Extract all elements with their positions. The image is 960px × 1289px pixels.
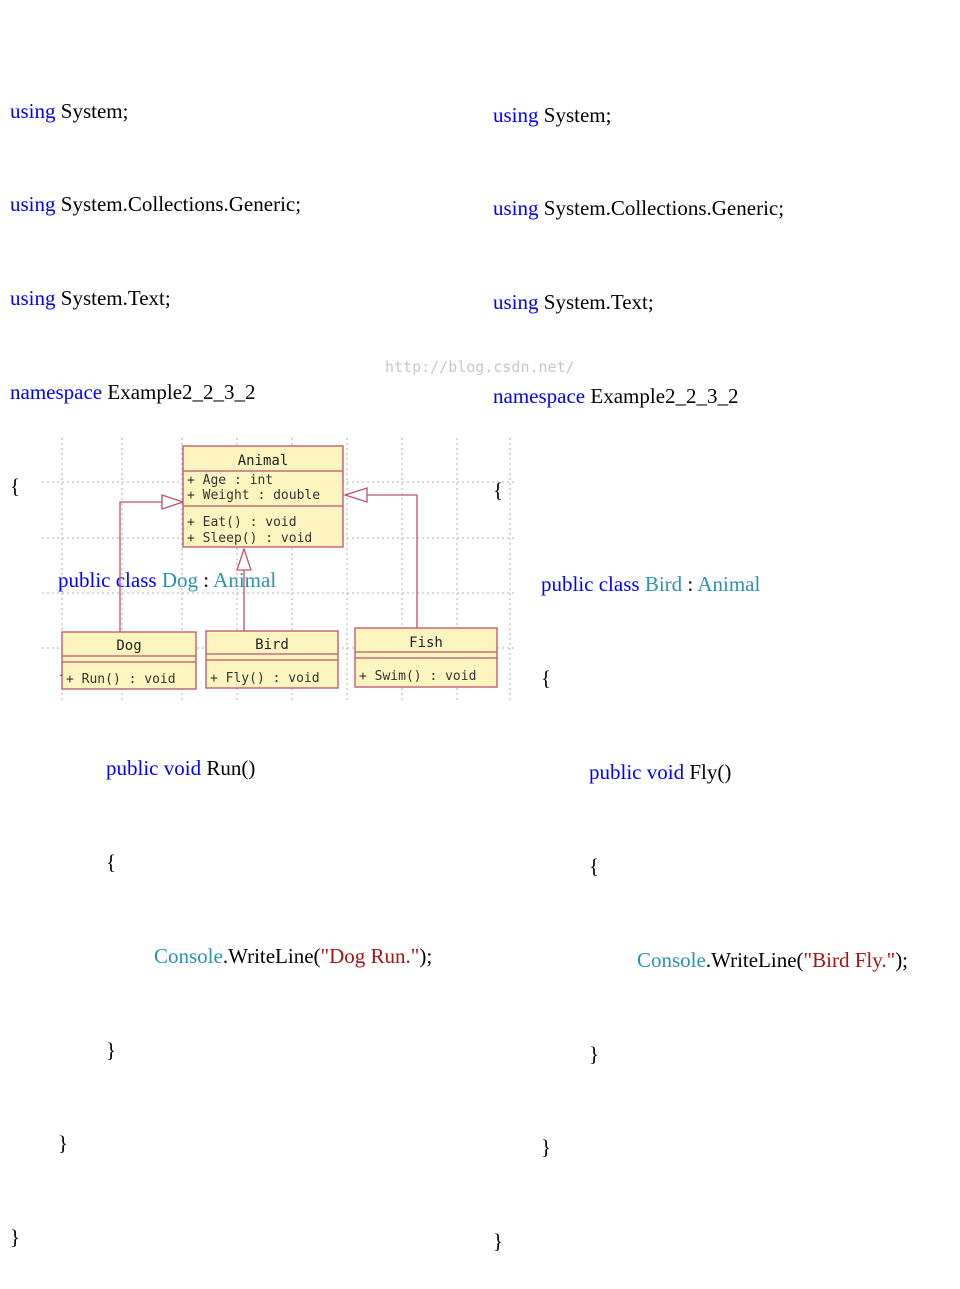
base-class-name: Animal (697, 572, 761, 597)
code-line: using System.Collections.Generic; (10, 189, 432, 220)
brace: } (10, 1225, 21, 1250)
dog-inheritance-arrowhead (161, 494, 186, 510)
code-line: public void Fly() (493, 757, 908, 788)
call-end: ); (895, 947, 909, 972)
brace: { (589, 853, 600, 878)
code-line: { (493, 663, 908, 694)
operation-eat: + Eat() : void (187, 515, 297, 530)
code-line: using System; (493, 100, 908, 131)
class-name-dog: Dog (116, 638, 141, 654)
colon: : (687, 572, 694, 597)
code-line: namespace Example2_2_3_2 (493, 381, 908, 412)
brace: { (541, 665, 552, 690)
namespace-ref: System.Collections.Generic; (543, 196, 785, 221)
operation-swim: + Swim() : void (359, 669, 476, 684)
code-line: } (493, 1226, 908, 1257)
code-line: Console.WriteLine("Dog Run."); (10, 941, 432, 972)
inheritance-connectors (119, 487, 418, 632)
keyword: using (493, 290, 539, 315)
fish-inheritance-arrowhead (342, 487, 368, 503)
code-line: { (493, 851, 908, 882)
method-name: Fly() (689, 759, 732, 784)
method-name: Run() (206, 755, 256, 780)
keyword: using (493, 102, 539, 127)
brace: { (106, 849, 117, 874)
class-box-dog: Dog + Run() : void (61, 631, 197, 690)
brace: { (10, 474, 21, 499)
code-line: } (493, 1039, 908, 1070)
code-line: using System.Text; (493, 287, 908, 318)
code-line: { (10, 471, 432, 502)
code-line: } (10, 1222, 432, 1253)
operation-sleep: + Sleep() : void (187, 531, 312, 546)
namespace-ref: System; (543, 102, 612, 127)
colon: : (203, 568, 210, 593)
code-line: { (493, 475, 908, 506)
method-call: .WriteLine( (705, 947, 804, 972)
code-line: using System.Text; (10, 283, 432, 314)
namespace-ref: System.Text; (543, 290, 654, 315)
brace: { (493, 478, 504, 503)
namespace-name: Example2_2_3_2 (107, 380, 256, 405)
namespace-name: Example2_2_3_2 (590, 384, 739, 409)
code-line: public class Dog : Animal (10, 565, 432, 596)
class-box-bird: Bird + Fly() : void (205, 630, 339, 689)
keyword: public void (106, 755, 202, 780)
class-name-fish: Fish (409, 635, 443, 651)
class-box-animal: Animal + Age : int + Weight : double + E… (182, 445, 344, 548)
keyword: public class (58, 568, 157, 593)
string-literal: "Dog Run." (320, 943, 420, 968)
uml-class-diagram: Animal + Age : int + Weight : double + E… (42, 438, 515, 700)
brace: } (541, 1135, 552, 1160)
brace: } (493, 1229, 504, 1254)
keyword: namespace (10, 380, 103, 405)
class-box-fish: Fish + Swim() : void (354, 627, 498, 688)
watermark-text: http://blog.csdn.net/ (385, 358, 575, 376)
keyword: namespace (493, 384, 586, 409)
code-line: using System.Collections.Generic; (493, 193, 908, 224)
brace: } (58, 1131, 69, 1156)
keyword: using (10, 192, 56, 217)
dog-inheritance-line (119, 501, 162, 632)
code-line: namespace Example2_2_3_2 (10, 377, 432, 408)
code-line: { (10, 847, 432, 878)
namespace-ref: System.Text; (60, 286, 171, 311)
class-name: Bird (644, 572, 683, 597)
keyword: public void (589, 759, 685, 784)
brace: } (589, 1041, 600, 1066)
keyword: using (10, 286, 56, 311)
keyword: using (493, 196, 539, 221)
attribute-age: + Age : int (187, 473, 273, 488)
operation-fly: + Fly() : void (210, 671, 320, 686)
class-name: Dog (161, 568, 198, 593)
base-class-name: Animal (213, 568, 277, 593)
class-name-animal: Animal (238, 453, 289, 469)
method-call: .WriteLine( (222, 943, 321, 968)
code-line: } (10, 1035, 432, 1066)
operation-run: + Run() : void (66, 672, 176, 687)
bird-inheritance-arrowhead (236, 546, 252, 571)
code-line: using System; (10, 96, 432, 127)
brace: } (106, 1037, 117, 1062)
code-line: Console.WriteLine("Bird Fly."); (493, 945, 908, 976)
string-literal: "Bird Fly." (803, 947, 896, 972)
fish-inheritance-line (367, 494, 418, 628)
namespace-ref: System; (60, 98, 129, 123)
code-line: } (10, 1128, 432, 1159)
type-name: Console (154, 943, 223, 968)
keyword: using (10, 98, 56, 123)
keyword: public class (541, 572, 640, 597)
call-end: ); (419, 943, 433, 968)
class-name-bird: Bird (255, 637, 289, 653)
type-name: Console (637, 947, 706, 972)
code-line: public class Bird : Animal (493, 569, 908, 600)
code-line: } (493, 1132, 908, 1163)
namespace-ref: System.Collections.Generic; (60, 192, 302, 217)
code-line: public void Run() (10, 753, 432, 784)
attribute-weight: + Weight : double (187, 488, 320, 503)
